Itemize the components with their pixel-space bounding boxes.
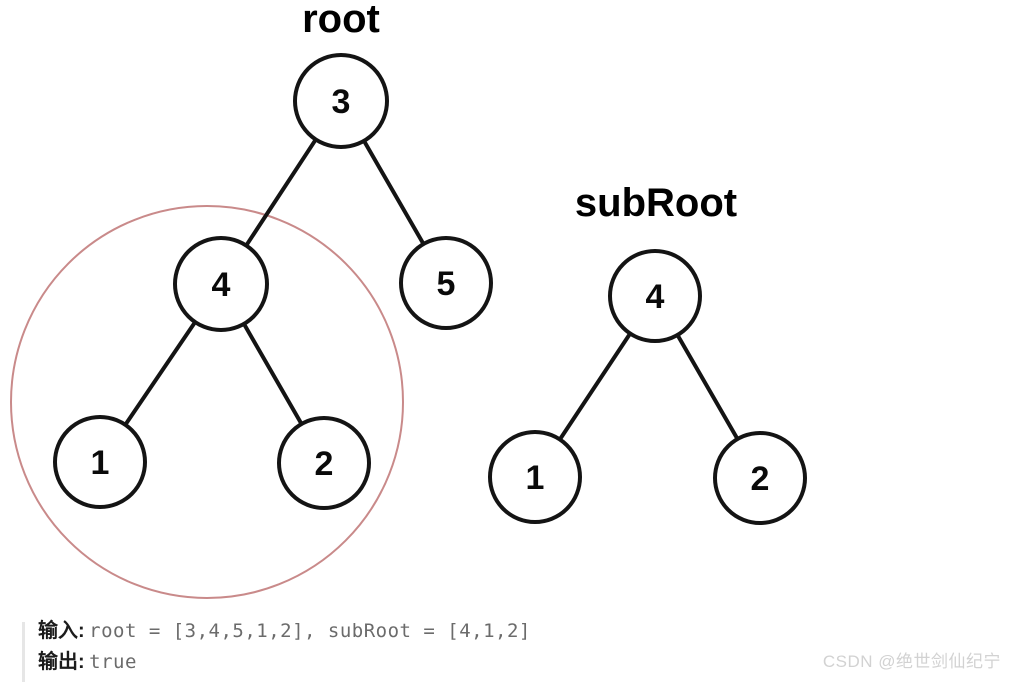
tree-node-root-4 — [173, 236, 269, 332]
caption-input-label: 输入: — [38, 620, 85, 642]
binary-tree-figure: 3 4 5 1 2 root 4 1 2 subRoot — [10, 0, 807, 599]
caption-text-block: 输入: root = [3,4,5,1,2], subRoot = [4,1,2… — [38, 616, 531, 678]
tree-node-label-sub-4: 4 — [646, 278, 665, 316]
tree-node-label-root-4: 4 — [212, 266, 231, 304]
tree-diagram-canvas: 3 4 5 1 2 root 4 1 2 subRoot — [10, 0, 807, 599]
caption-input-line: 输入: root = [3,4,5,1,2], subRoot = [4,1,2… — [38, 616, 531, 647]
tree-edge-root-4-to-root-1 — [122, 318, 199, 429]
tree-node-sub-2 — [713, 431, 807, 525]
subroot-tree: 4 1 2 subRoot — [488, 181, 807, 525]
tree-node-root-3 — [293, 53, 389, 149]
tree-node-sub-1 — [488, 430, 582, 524]
caption-input-value: root = [3,4,5,1,2], subRoot = [4,1,2] — [89, 620, 531, 642]
tree-node-root-1 — [53, 415, 147, 509]
example-caption: 输入: root = [3,4,5,1,2], subRoot = [4,1,2… — [0, 612, 1029, 688]
root-tree-title: root — [302, 0, 380, 41]
caption-output-label: 输出: — [38, 651, 85, 673]
tree-node-label-root-3: 3 — [332, 83, 351, 121]
tree-edge-root-3-to-root-5 — [360, 137, 427, 248]
tree-edge-root-3-to-root-4 — [243, 135, 319, 250]
root-tree: 3 4 5 1 2 root — [53, 0, 493, 510]
csdn-watermark: CSDN @绝世剑仙纪宁 — [822, 652, 1001, 671]
tree-node-label-root-1: 1 — [91, 444, 110, 482]
tree-edge-sub-4-to-sub-1 — [556, 329, 634, 444]
tree-node-label-sub-1: 1 — [526, 459, 545, 497]
tree-node-root-5 — [399, 236, 493, 330]
matched-subtree-highlight — [10, 205, 404, 599]
tree-node-label-root-5: 5 — [437, 265, 456, 303]
tree-node-label-root-2: 2 — [315, 445, 334, 483]
subroot-tree-title: subRoot — [575, 181, 737, 225]
tree-node-label-sub-2: 2 — [751, 460, 770, 498]
tree-node-root-2 — [277, 416, 371, 510]
caption-output-line: 输出: true — [38, 647, 531, 678]
tree-node-sub-4 — [608, 249, 702, 343]
caption-output-value: true — [89, 651, 137, 673]
tree-edge-root-4-to-root-2 — [240, 320, 305, 428]
tree-edge-sub-4-to-sub-2 — [674, 331, 741, 443]
caption-accent-bar — [22, 622, 25, 682]
